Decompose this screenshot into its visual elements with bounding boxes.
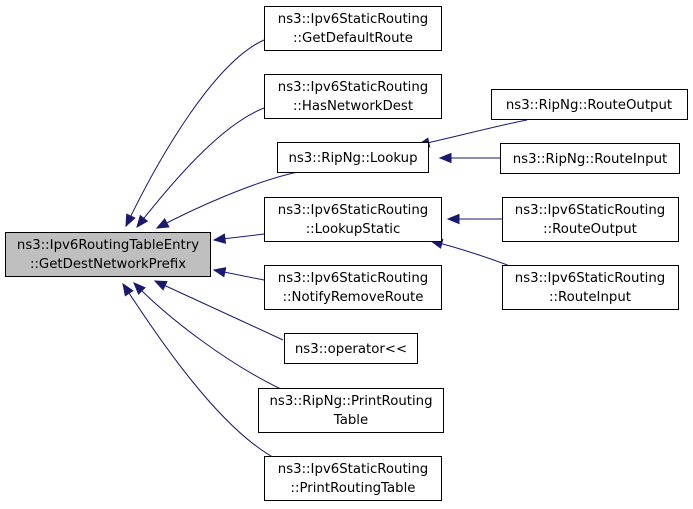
node-get-default-route-line-1: ns3::Ipv6StaticRouting: [278, 12, 428, 27]
node-notify-remove-route-line-1: ns3::Ipv6StaticRouting: [278, 271, 428, 286]
node-ripng-print-line-1: ns3::RipNg::PrintRouting: [269, 394, 432, 409]
edge-static-print-to-root: [122, 283, 279, 461]
edge-get-default-route-to-root-arrowhead: [125, 213, 136, 228]
node-operator-shift-line-1: ns3::operator<<: [295, 342, 407, 357]
node-ripng-lookup-line-1: ns3::RipNg::Lookup: [288, 151, 417, 166]
edge-lookup-static-to-root-arrowhead: [212, 233, 227, 244]
node-lookup-static-line-2: ::LookupStatic: [306, 222, 401, 237]
node-root-line-2: ::GetDestNetworkPrefix: [30, 257, 186, 272]
node-static-route-input-line-1: ns3::Ipv6StaticRouting: [515, 271, 665, 286]
node-has-network-dest[interactable]: ns3::Ipv6StaticRouting ::HasNetworkDest: [264, 74, 442, 119]
edge-has-network-dest-to-root: [136, 107, 265, 228]
node-ripng-route-input-line-1: ns3::RipNg::RouteInput: [513, 152, 668, 167]
edge-ripng-print-to-root-arrowhead: [133, 282, 146, 295]
edge-ripng-route-input-to-lookup-arrowhead: [438, 152, 452, 164]
node-static-route-output-line-2: ::RouteOutput: [543, 222, 637, 237]
edge-static-route-input-to-lookup-static: [430, 240, 516, 269]
edge-operator-to-root: [154, 280, 284, 341]
edge-get-default-route-to-root: [125, 39, 265, 227]
node-root[interactable]: ns3::Ipv6RoutingTableEntry ::GetDestNetw…: [5, 232, 211, 277]
node-notify-remove-route[interactable]: ns3::Ipv6StaticRouting ::NotifyRemoveRou…: [264, 265, 442, 310]
node-static-route-input-line-2: ::RouteInput: [549, 290, 631, 305]
node-static-route-output[interactable]: ns3::Ipv6StaticRouting ::RouteOutput: [502, 197, 679, 242]
node-has-network-dest-line-2: ::HasNetworkDest: [293, 99, 413, 114]
node-get-default-route[interactable]: ns3::Ipv6StaticRouting ::GetDefaultRoute: [264, 6, 442, 51]
edge-ripng-lookup-to-root: [156, 171, 299, 229]
edge-ripng-lookup-to-root-arrowhead: [155, 218, 170, 229]
node-get-default-route-line-2: ::GetDefaultRoute: [293, 31, 413, 46]
node-ripng-route-output-line-1: ns3::RipNg::RouteOutput: [506, 98, 672, 113]
edge-static-print-to-root-arrowhead: [122, 282, 134, 297]
node-ripng-route-output[interactable]: ns3::RipNg::RouteOutput: [491, 89, 688, 120]
node-root-line-1: ns3::Ipv6RoutingTableEntry: [17, 238, 199, 253]
node-ripng-route-input[interactable]: ns3::RipNg::RouteInput: [500, 143, 680, 174]
node-ripng-print-line-2: Table: [333, 413, 368, 428]
node-static-route-output-line-1: ns3::Ipv6StaticRouting: [515, 203, 665, 218]
node-lookup-static-line-1: ns3::Ipv6StaticRouting: [278, 203, 428, 218]
edge-has-network-dest-to-root-arrowhead: [136, 214, 149, 229]
node-static-print-line-2: ::PrintRoutingTable: [291, 481, 416, 496]
node-lookup-static[interactable]: ns3::Ipv6StaticRouting ::LookupStatic: [264, 197, 442, 242]
node-static-route-input[interactable]: ns3::Ipv6StaticRouting ::RouteInput: [502, 265, 679, 310]
node-notify-remove-route-line-2: ::NotifyRemoveRoute: [283, 290, 424, 305]
edge-static-route-output-to-lookup-static-arrowhead: [446, 213, 460, 225]
node-static-print-line-1: ns3::Ipv6StaticRouting: [278, 462, 428, 477]
node-has-network-dest-line-1: ns3::Ipv6StaticRouting: [278, 80, 428, 95]
node-ripng-print-routing-table[interactable]: ns3::RipNg::PrintRouting Table: [258, 388, 444, 433]
node-static-print-routing-table[interactable]: ns3::Ipv6StaticRouting ::PrintRoutingTab…: [264, 456, 442, 501]
edge-operator-to-root-arrowhead: [153, 280, 168, 291]
edge-ripng-print-to-root: [133, 282, 284, 391]
edge-notify-remove-route-to-root-arrowhead: [212, 267, 227, 278]
node-ripng-lookup[interactable]: ns3::RipNg::Lookup: [277, 142, 429, 173]
node-operator-shift[interactable]: ns3::operator<<: [284, 333, 418, 364]
edge-ripng-route-output-to-lookup: [417, 119, 528, 146]
